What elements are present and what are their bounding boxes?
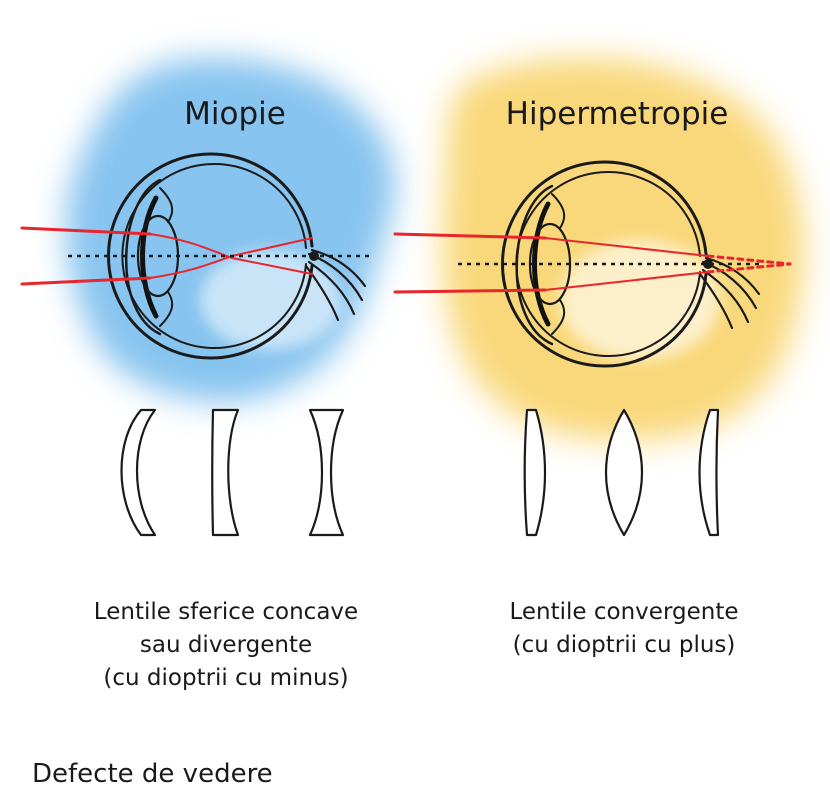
hyperopia-title: Hipermetropie bbox=[505, 96, 729, 132]
hyperopia-caption: Lentile convergente (cu dioptrii cu plus… bbox=[509, 596, 738, 662]
myopia-caption-line: sau divergente bbox=[139, 632, 313, 658]
myopia-cornea bbox=[125, 178, 162, 336]
myopia-optic-nerve bbox=[304, 248, 367, 322]
myopia-ray-top bbox=[20, 226, 152, 236]
concave-lenses bbox=[120, 408, 345, 537]
hyperopia-ciliary bbox=[551, 193, 566, 335]
convex-lenses bbox=[523, 408, 720, 537]
myopia-caption: Lentile sferice concave sau divergente (… bbox=[94, 596, 358, 695]
myopia-eye bbox=[106, 152, 367, 360]
convex-lens-meniscus bbox=[698, 408, 720, 537]
hyperopia-wash-highlight bbox=[560, 240, 720, 360]
footer-caption: Defecte de vedere bbox=[32, 759, 273, 789]
hyperopia-ray-extension-bottom bbox=[706, 262, 792, 274]
hyperopia-ray-bottom-inner bbox=[544, 271, 709, 291]
concave-lens-plano bbox=[211, 408, 240, 537]
hyperopia-ray-top bbox=[393, 232, 547, 240]
hyperopia-rays bbox=[393, 232, 792, 294]
hyperopia-iris bbox=[532, 201, 551, 327]
hyperopia-caption-line: (cu dioptrii cu plus) bbox=[512, 632, 736, 658]
convex-lens-plano bbox=[523, 408, 547, 537]
myopia-sclera-outer bbox=[106, 152, 314, 360]
myopia-caption-line: (cu dioptrii cu minus) bbox=[103, 665, 349, 691]
concave-lens-biconcave bbox=[308, 408, 345, 537]
hyperopia-wash-light bbox=[560, 240, 720, 360]
myopia-ray-top-inner bbox=[149, 233, 313, 275]
myopia-title: Miopie bbox=[184, 96, 286, 132]
convex-lens-biconvex bbox=[604, 408, 644, 537]
hyperopia-ray-bottom bbox=[393, 288, 547, 294]
hyperopia-caption-line: Lentile convergente bbox=[509, 599, 739, 625]
concave-lens-meniscus bbox=[120, 408, 157, 537]
hyperopia-optic-nerve bbox=[698, 256, 761, 330]
hyperopia-ray-extension-top bbox=[706, 254, 792, 266]
myopia-ray-bottom bbox=[20, 276, 152, 286]
hyperopia-sclera-outer bbox=[500, 160, 708, 368]
hyperopia-fovea bbox=[703, 259, 713, 269]
hyperopia-ray-top-inner bbox=[544, 237, 709, 257]
myopia-ciliary bbox=[159, 187, 174, 327]
myopia-caption-line: Lentile sferice concave bbox=[93, 599, 359, 625]
hyperopia-cornea bbox=[515, 184, 554, 346]
